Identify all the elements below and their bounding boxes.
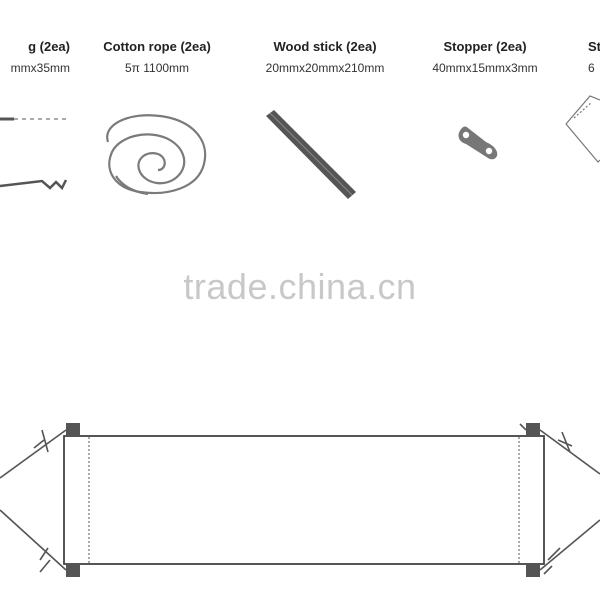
part-dimensions: 20mmx20mmx210mm	[265, 61, 385, 75]
part-label-stopper: Stopper (2ea) 40mmx15mmx3mm	[410, 38, 560, 77]
assembled-hammock-diagram	[0, 423, 600, 577]
wood-stick-icon	[266, 110, 356, 199]
part-dimensions: 40mmx15mmx3mm	[432, 61, 538, 75]
stopper-icon	[458, 126, 498, 160]
part-label-ring: g (2ea) mmx35mm	[0, 38, 70, 77]
part-name: Cotton rope (2ea)	[103, 39, 211, 54]
hook-ring-icon	[0, 117, 70, 191]
part-label-wood-stick: Wood stick (2ea) 20mmx20mmx210mm	[250, 38, 400, 77]
part-name: St	[588, 39, 600, 54]
part-label-sheet: St 6	[588, 38, 600, 77]
part-name: Wood stick (2ea)	[273, 39, 377, 54]
part-dimensions: 5π 1100mm	[124, 61, 190, 75]
part-name: g (2ea)	[28, 39, 70, 54]
part-label-cotton-rope: Cotton rope (2ea) 5π 1100mm	[82, 38, 232, 77]
part-dimensions: mmx35mm	[10, 61, 70, 75]
fabric-sheet-icon	[565, 95, 600, 163]
part-dimensions: 6	[588, 61, 595, 75]
part-name: Stopper (2ea)	[443, 39, 527, 54]
watermark: trade.china.cn	[183, 266, 417, 307]
rope-coil-icon	[106, 114, 207, 196]
